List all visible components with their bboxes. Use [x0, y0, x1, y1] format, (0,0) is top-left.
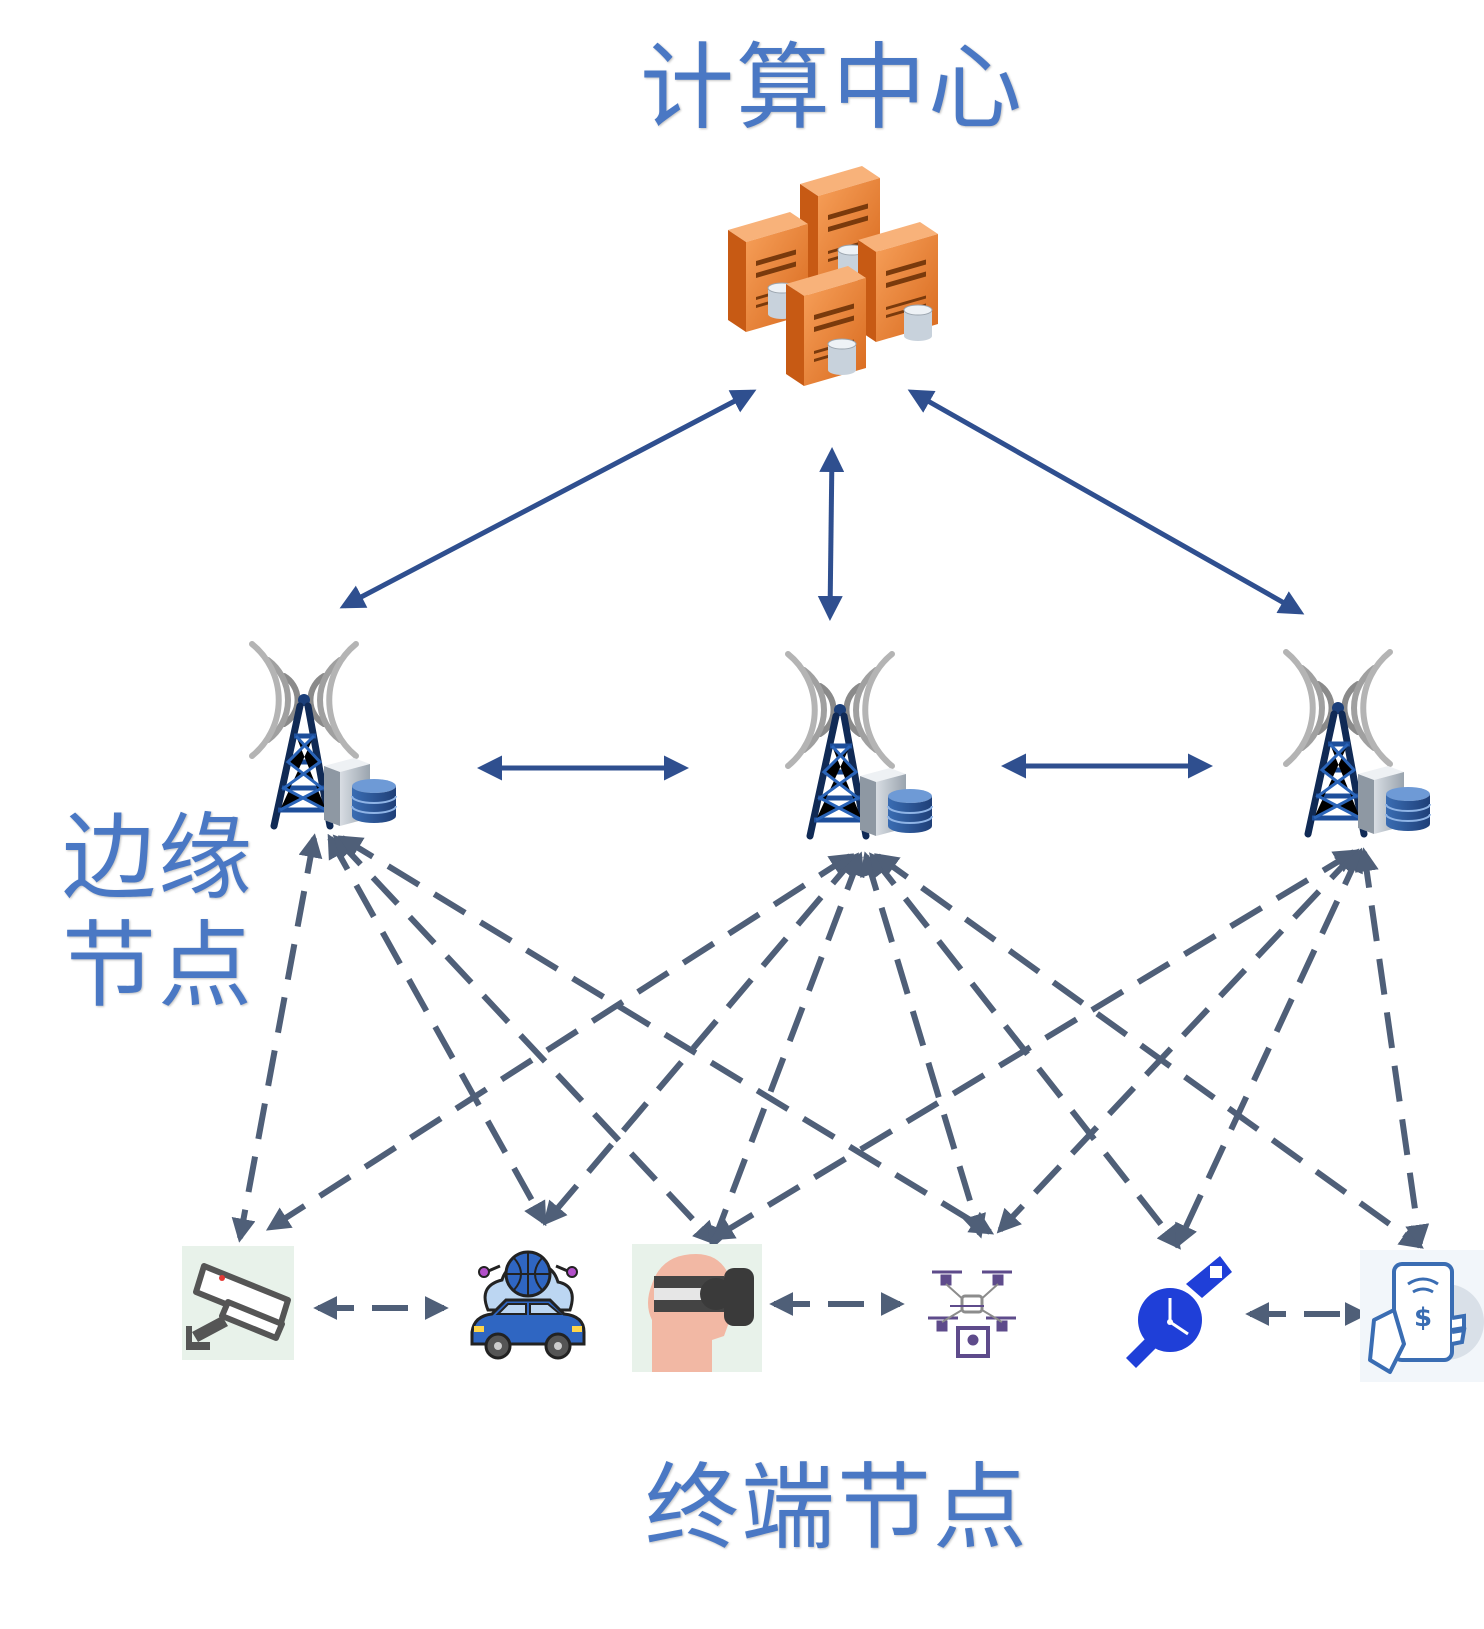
edge-edge-links — [477, 753, 1213, 781]
edge-nodes-label-line2: 节点 — [62, 912, 255, 1021]
edge-nodes-label-line1: 边缘 — [62, 804, 255, 913]
link-center-edge-middle — [817, 447, 845, 621]
terminal-nodes-label: 终端节点 — [645, 1454, 1030, 1563]
drone-icon — [928, 1270, 1016, 1358]
terminal-terminal-links — [313, 1292, 1369, 1326]
center-edge-links — [339, 389, 1305, 621]
computing-center-label: 计算中心 — [640, 34, 1025, 143]
connected-car-icon — [470, 1250, 586, 1360]
edge-terminal-links — [231, 833, 1430, 1251]
edge-node-middle — [788, 654, 932, 836]
edge-node-right — [1286, 652, 1430, 834]
smartwatch-icon — [1126, 1256, 1232, 1368]
svg-text:$: $ — [1414, 1303, 1432, 1333]
edge-node-left — [252, 644, 396, 826]
link-center-edge-right — [907, 389, 1305, 615]
link-center-edge-left — [339, 389, 757, 609]
surveillance-camera-icon — [182, 1246, 294, 1360]
mobile-payment-icon: $ — [1360, 1250, 1484, 1382]
server-cluster-icon — [700, 160, 938, 390]
vr-headset-icon — [632, 1244, 762, 1372]
